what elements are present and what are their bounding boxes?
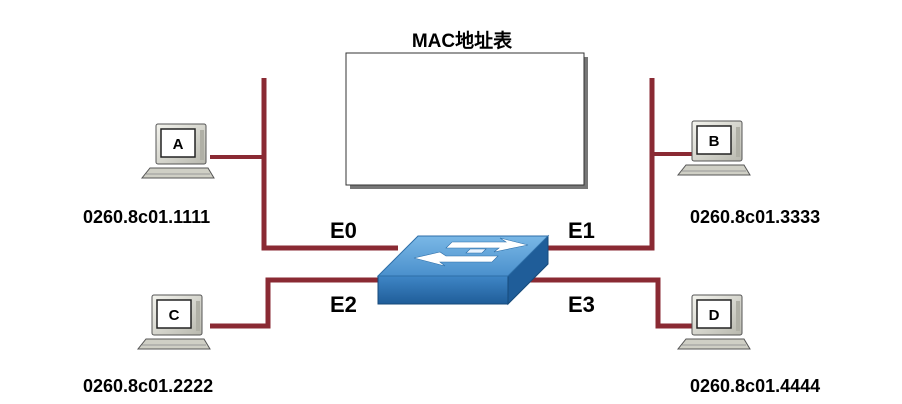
host-c-label: C: [169, 307, 180, 324]
host-d: D: [677, 294, 751, 350]
port-label-e2: E2: [330, 292, 357, 317]
mac-address-c: 0260.8c01.2222: [83, 376, 213, 396]
host-a: A: [141, 123, 215, 179]
host-c: C: [137, 294, 211, 350]
cable-b: [520, 78, 655, 251]
mac-table-title: MAC地址表: [412, 29, 513, 52]
mac-address-b: 0260.8c01.3333: [690, 207, 820, 227]
host-b-label: B: [709, 133, 720, 150]
mac-address-d: 0260.8c01.4444: [690, 376, 820, 396]
cables: [210, 78, 694, 329]
mac-table: MAC地址表: [345, 29, 588, 189]
host-b: B: [677, 120, 751, 176]
cable-d: [520, 277, 694, 329]
port-label-e1: E1: [568, 218, 595, 243]
host-a-label: A: [173, 136, 184, 153]
port-label-e3: E3: [568, 292, 595, 317]
cable-a: [261, 78, 398, 251]
host-d-label: D: [709, 307, 720, 324]
port-label-e0: E0: [330, 218, 357, 243]
switch: [376, 234, 550, 306]
mac-address-a: 0260.8c01.1111: [83, 207, 210, 227]
port-labels: E0 E1 E2 E3: [330, 218, 595, 317]
mac-table-box: [345, 52, 585, 186]
switch-arrows-icon: [413, 237, 529, 267]
cable-c: [210, 277, 388, 329]
